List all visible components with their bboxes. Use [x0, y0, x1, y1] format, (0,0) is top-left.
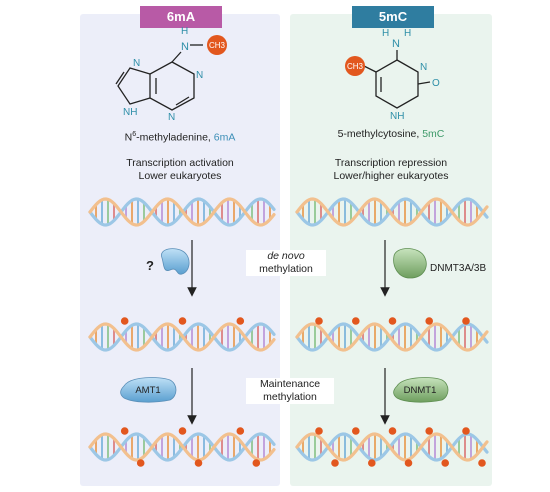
- amine-h1-5mc: H: [382, 28, 389, 39]
- dnmt3-enzyme-shape: [393, 248, 427, 279]
- methyl-mark: [462, 427, 470, 435]
- dna-strand-orange: [295, 197, 489, 227]
- amt1-enzyme-shape: [120, 377, 177, 403]
- dna-strand-orange: [88, 432, 276, 462]
- role-6ma: Transcription activation Lower eukaryote…: [80, 157, 280, 183]
- methyl-group-5mc: [345, 56, 365, 76]
- ring-n7-6ma: N: [133, 58, 140, 69]
- denovo-line1: de novo: [267, 250, 305, 262]
- dnmt1-enzyme-shape: [393, 377, 449, 403]
- dna-strand-orange: [295, 322, 489, 352]
- methyl-mark: [404, 459, 413, 467]
- molecule-abbr-5mc: 5mC: [422, 128, 445, 140]
- denovo-methylation-label: de novo methylation: [246, 250, 326, 276]
- title-5mc-badge: 5mC: [352, 6, 434, 28]
- unknown-enzyme-shape: [161, 248, 190, 275]
- methyl-mark: [368, 459, 376, 467]
- unknown-enzyme-label: ?: [146, 258, 154, 273]
- methyl-mark: [388, 427, 397, 435]
- ring-n3-5mc: N: [420, 62, 427, 73]
- methyl-mark: [315, 427, 323, 435]
- ring-n9-6ma: NH: [123, 107, 137, 118]
- methyl-mark: [441, 459, 450, 467]
- dna-strand-orange: [88, 322, 276, 352]
- methyl-mark: [194, 459, 203, 467]
- methyl-mark: [315, 317, 323, 325]
- ring-n3-6ma: N: [168, 112, 175, 123]
- methyl-mark: [178, 427, 187, 435]
- methyl-mark: [331, 459, 339, 467]
- amine-n-6ma: N: [181, 41, 189, 53]
- carbonyl-o-5mc: O: [432, 78, 440, 89]
- ring-n1-5mc: NH: [390, 111, 404, 122]
- methyl-mark: [178, 317, 187, 325]
- dna-strand-orange: [295, 432, 489, 462]
- methyl-mark: [462, 317, 470, 325]
- molecule-prefix-6ma: N: [124, 131, 133, 144]
- adenine-structure: [115, 44, 203, 111]
- amine-n-5mc: N: [392, 38, 400, 50]
- role-line1-5mc: Transcription repression: [334, 157, 448, 169]
- ch3-label-6ma: CH3: [209, 41, 226, 50]
- methyl-mark: [120, 427, 129, 435]
- methyl-mark: [352, 427, 360, 435]
- cytosine-structure: [363, 50, 431, 109]
- amine-h-6ma: H: [181, 26, 188, 37]
- maint-line1: Maintenance: [259, 378, 321, 390]
- dnmt1-label: DNMT1: [404, 385, 437, 396]
- molecule-rest-6ma: -methyladenine,: [136, 131, 214, 144]
- methyl-mark: [352, 317, 360, 325]
- methyl-mark: [425, 317, 434, 325]
- methyl-mark: [120, 317, 129, 325]
- methyl-mark: [236, 317, 245, 325]
- methyl-mark: [388, 317, 397, 325]
- ring-n1-6ma: N: [196, 70, 203, 81]
- methyl-mark: [425, 427, 434, 435]
- maint-line2: methylation: [263, 391, 317, 403]
- role-line2-6ma: Lower eukaryotes: [138, 170, 222, 182]
- amine-h2-5mc: H: [404, 28, 411, 39]
- methyl-mark: [136, 459, 145, 467]
- role-5mc: Transcription repression Lower/higher eu…: [290, 157, 492, 183]
- amt1-label: AMT1: [135, 385, 160, 396]
- dnmt3-label: DNMT3A/3B: [430, 263, 486, 274]
- methyl-mark: [478, 459, 486, 467]
- molecule-sup-6ma: 6: [132, 131, 137, 138]
- maintenance-methylation-label: Maintenance methylation: [246, 378, 334, 404]
- denovo-line2: methylation: [259, 263, 313, 275]
- methyl-mark: [252, 459, 261, 467]
- molecule-abbr-6ma: 6mA: [213, 131, 236, 144]
- molecule-text-5mc: 5-methylcytosine,: [337, 128, 423, 140]
- methyl-mark: [236, 427, 245, 435]
- dna-strand-orange: [88, 197, 276, 227]
- role-line2-5mc: Lower/higher eukaryotes: [333, 170, 449, 182]
- title-6ma-badge: 6mA: [140, 6, 222, 28]
- ch3-label-5mc: CH3: [347, 62, 364, 71]
- molecule-name-5mc: 5-methylcytosine, 5mC: [290, 128, 492, 141]
- molecule-name-6ma: N6-methyladenine, 6mA: [80, 128, 280, 145]
- methyl-group-6ma: [207, 35, 227, 55]
- role-line1-6ma: Transcription activation: [126, 157, 234, 169]
